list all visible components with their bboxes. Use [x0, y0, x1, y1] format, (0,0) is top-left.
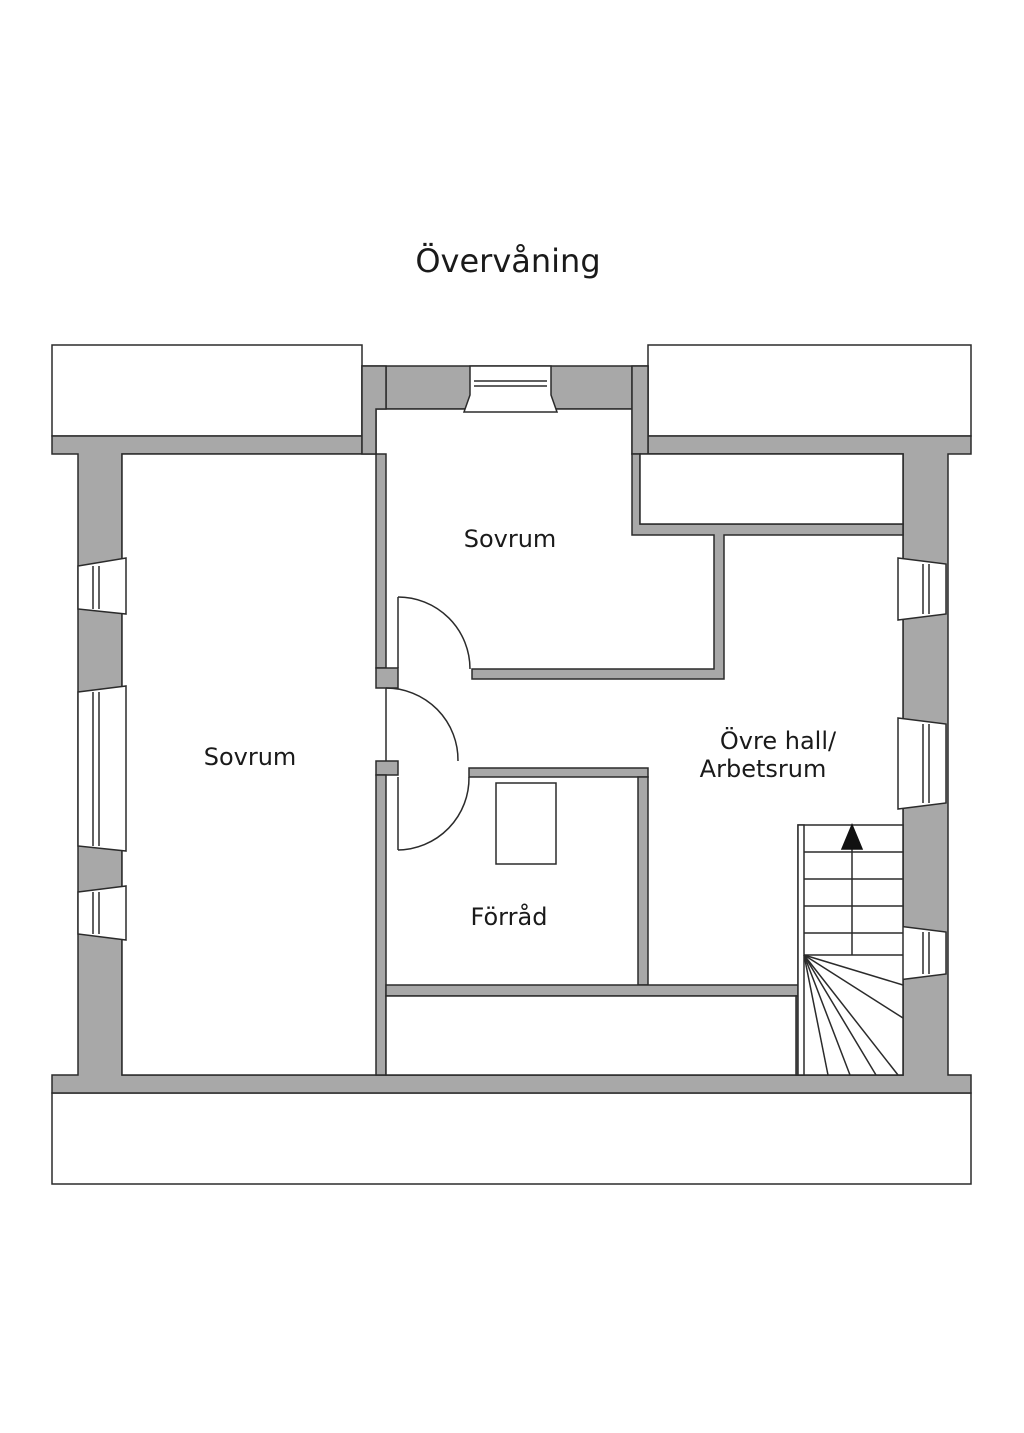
wall-top-right-block — [631, 365, 649, 455]
window-icon — [462, 365, 559, 413]
window-icon — [77, 885, 127, 941]
closet-bottom — [385, 995, 797, 1076]
roof-eave-top-left — [51, 344, 363, 437]
room-label-bedroom-left: Sovrum — [204, 743, 297, 771]
stair-inner-wall — [797, 824, 805, 1076]
window-icon — [897, 557, 947, 621]
window-icon — [897, 925, 947, 981]
roof-eave-bottom — [51, 1092, 972, 1185]
roof-eave-top-right — [647, 344, 972, 437]
wall-top-alcove — [361, 365, 387, 455]
plan-title: Övervåning — [415, 242, 600, 280]
room-label-bedroom-top: Sovrum — [464, 525, 557, 553]
window-icon — [77, 685, 127, 852]
wall-storage-top — [468, 767, 649, 778]
wall-left-partition-mid — [375, 667, 399, 689]
stair-outline — [797, 824, 904, 1076]
door-swing-icon — [397, 776, 470, 851]
storage-object — [495, 782, 557, 865]
wall-storage-right — [637, 776, 649, 986]
door-swing-icon — [397, 596, 471, 670]
wall-left-partition-lower — [375, 760, 399, 776]
wall-left-partition-upper — [375, 453, 387, 669]
room-label-hall-line2: Arbetsrum — [700, 755, 827, 783]
arrow-up-icon — [840, 823, 864, 850]
doors — [385, 596, 471, 851]
room-label-storage: Förråd — [471, 902, 548, 931]
staircase — [797, 823, 904, 1076]
windows — [77, 365, 947, 981]
closet-top-right — [639, 453, 904, 525]
wall-storage-bottom — [385, 984, 803, 997]
door-swing-icon — [385, 687, 459, 762]
window-icon — [897, 717, 947, 810]
room-label-hall-line1: Övre hall/ — [720, 726, 837, 755]
wall-left-partition-bottom — [375, 774, 387, 1076]
window-icon — [77, 557, 127, 615]
